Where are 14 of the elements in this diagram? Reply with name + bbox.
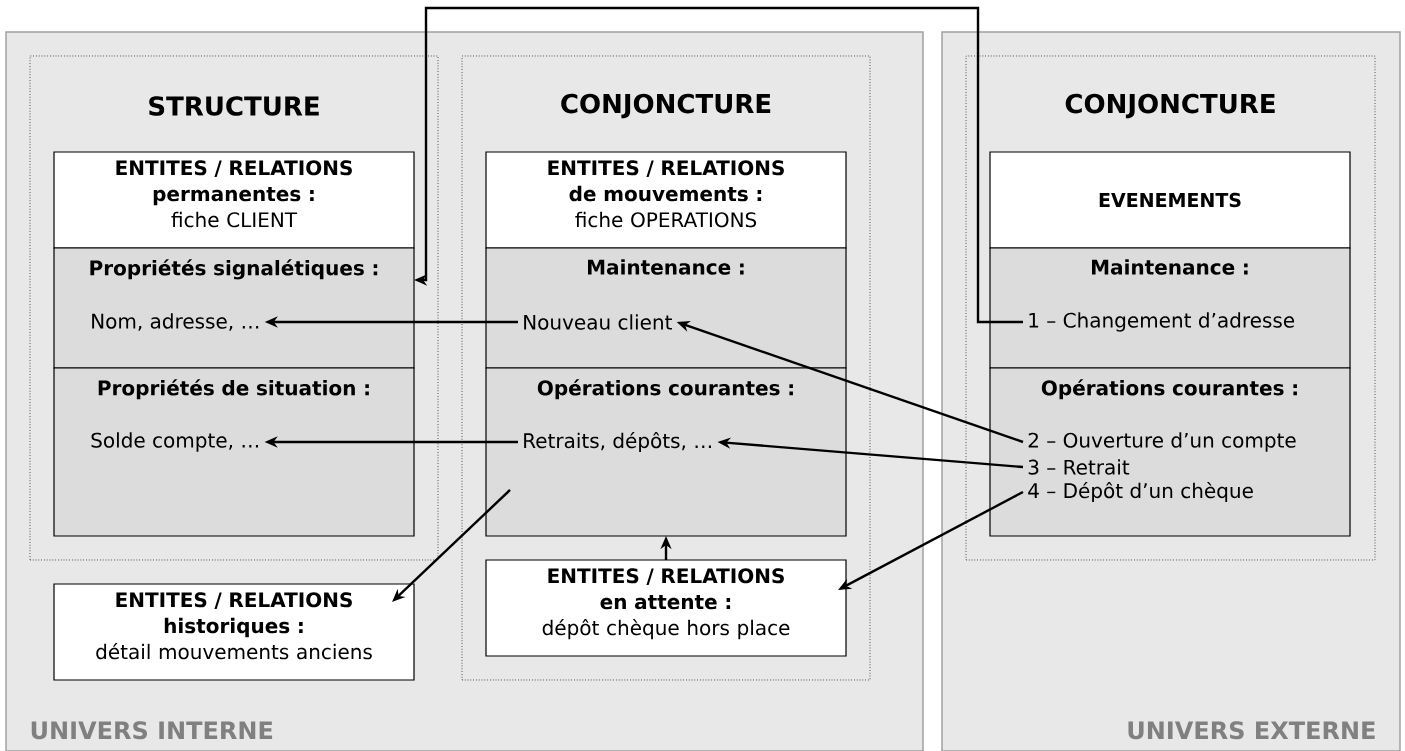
entity-box: EVENEMENTS <box>989 151 1351 249</box>
item-text: 4 – Dépôt d’un chèque <box>1028 481 1253 503</box>
item-text: Retraits, dépôts, … <box>524 431 711 453</box>
entity-box: ENTITES / RELATIONS permanentes : fiche CLIENT <box>53 151 415 249</box>
entity-box: ENTITES / RELATIONS historiques : détail mouvements anciens <box>53 583 415 681</box>
item-text: 2 – Ouverture d’un compte <box>1028 432 1296 452</box>
item-text: Nom, adresse, … <box>92 313 259 331</box>
entity-box: ENTITES / RELATIONS en attente : dépôt chèque hors place <box>485 559 847 657</box>
item-text: Solde compte, … <box>91 432 258 452</box>
item-text: Nouveau client <box>524 314 672 330</box>
entity-box: ENTITES / RELATIONS de mouvements : fiche OPERATIONS <box>485 151 847 249</box>
item-text: 3 – Retrait <box>1028 459 1130 475</box>
arrow <box>392 489 511 602</box>
item-text: 1 – Changement d’adresse <box>1029 312 1295 332</box>
